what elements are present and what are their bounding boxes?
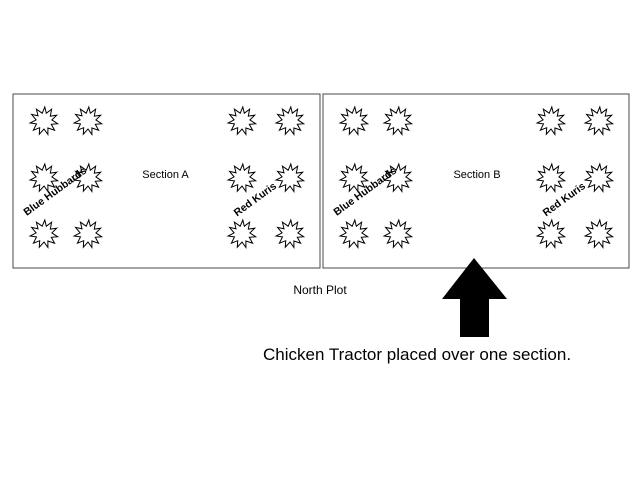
annotation-text: Chicken Tractor placed over one section.: [263, 345, 571, 364]
squash-plant-icon: [226, 105, 258, 136]
squash-plant-icon: [382, 105, 414, 136]
squash-plant-icon: [72, 105, 104, 136]
section-border: [12, 93, 321, 269]
squash-plant-icon: [28, 162, 60, 193]
squash-plant-icon: [274, 218, 306, 249]
squash-plant-icon: [583, 105, 615, 136]
blue-hubbards-group: [338, 105, 414, 249]
squash-plant-icon: [226, 162, 258, 193]
up-arrow-icon: [442, 258, 507, 337]
plot-caption: North Plot: [293, 283, 347, 297]
squash-plant-icon: [535, 218, 567, 249]
squash-plant-icon: [583, 162, 615, 193]
blue-hubbards-group: [28, 105, 104, 249]
squash-plant-icon: [28, 105, 60, 136]
squash-plant-icon: [28, 218, 60, 249]
squash-plant-icon: [535, 162, 567, 193]
squash-plant-icon: [583, 218, 615, 249]
squash-plant-icon: [535, 105, 567, 136]
squash-plant-icon: [274, 162, 306, 193]
squash-plant-icon: [72, 162, 104, 193]
red-kuris-group: [535, 105, 615, 249]
squash-plant-icon: [338, 162, 370, 193]
red-kuris-group: [226, 105, 306, 249]
squash-plant-icon: [226, 218, 258, 249]
squash-plant-icon: [72, 218, 104, 249]
squash-plant-icon: [382, 162, 414, 193]
squash-plant-icon: [382, 218, 414, 249]
squash-plant-icon: [338, 105, 370, 136]
squash-plant-icon: [274, 105, 306, 136]
section-label: Section B: [453, 169, 500, 181]
section-label: Section A: [142, 169, 189, 181]
squash-plant-icon: [338, 218, 370, 249]
